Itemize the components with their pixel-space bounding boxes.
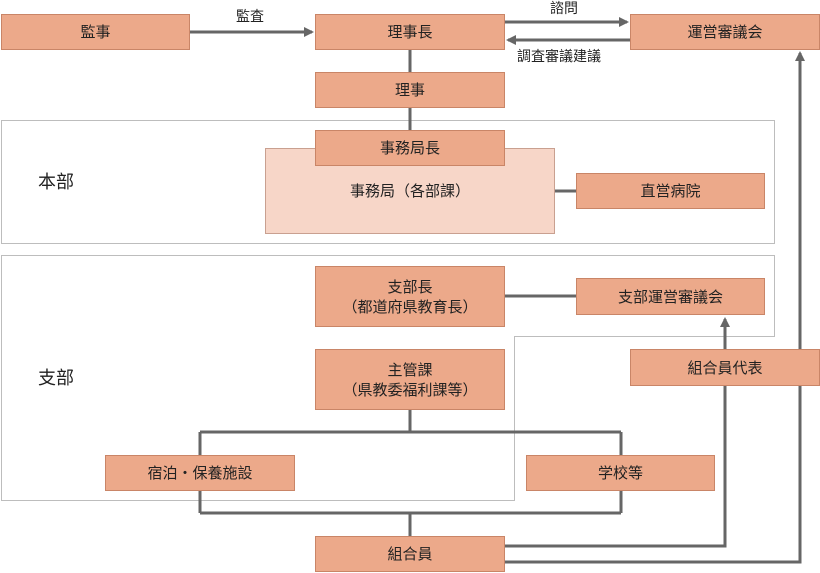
shukanka-subtitle: （県教委福利課等） (342, 380, 478, 399)
shibucho-title: 支部長 (387, 277, 433, 296)
jimukyokucho-box: 事務局長 (315, 130, 505, 166)
shibu-section-label: 支部 (38, 368, 74, 389)
honbu-section-label: 本部 (38, 172, 74, 193)
riji-box: 理事 (315, 72, 505, 108)
kumiaiin-box: 組合員 (315, 536, 505, 572)
uneishingikai-box: 運営審議会 (630, 14, 820, 50)
gakko-box: 学校等 (526, 455, 715, 491)
shimon-label: 諮問 (550, 1, 578, 17)
shibu-section (1, 255, 775, 337)
shukanka-title: 主管課 (387, 360, 433, 379)
shukanka-box: 主管課 （県教委福利課等） (315, 349, 505, 410)
shibucho-box: 支部長 （都道府県教育長） (315, 266, 505, 327)
jimukyoku-label: 事務局（各部課） (349, 182, 470, 200)
honbu-section (1, 120, 775, 244)
chokuei-byoin-box: 直営病院 (576, 173, 765, 209)
kansa-label: 監査 (236, 9, 264, 25)
rijicho-box: 理事長 (315, 14, 505, 50)
shibu-uneishingikai-box: 支部運営審議会 (576, 278, 765, 315)
shibu-section-lower (1, 336, 515, 501)
shibu-section-step (514, 336, 775, 337)
shukuhaku-box: 宿泊・保養施設 (105, 455, 295, 491)
chosa-shingi-kengi-label: 調査審議建議 (517, 49, 601, 65)
kumiaiin-daihyo-box: 組合員代表 (630, 349, 820, 386)
kanji-box: 監事 (1, 14, 190, 50)
shibucho-subtitle: （都道府県教育長） (342, 297, 478, 316)
